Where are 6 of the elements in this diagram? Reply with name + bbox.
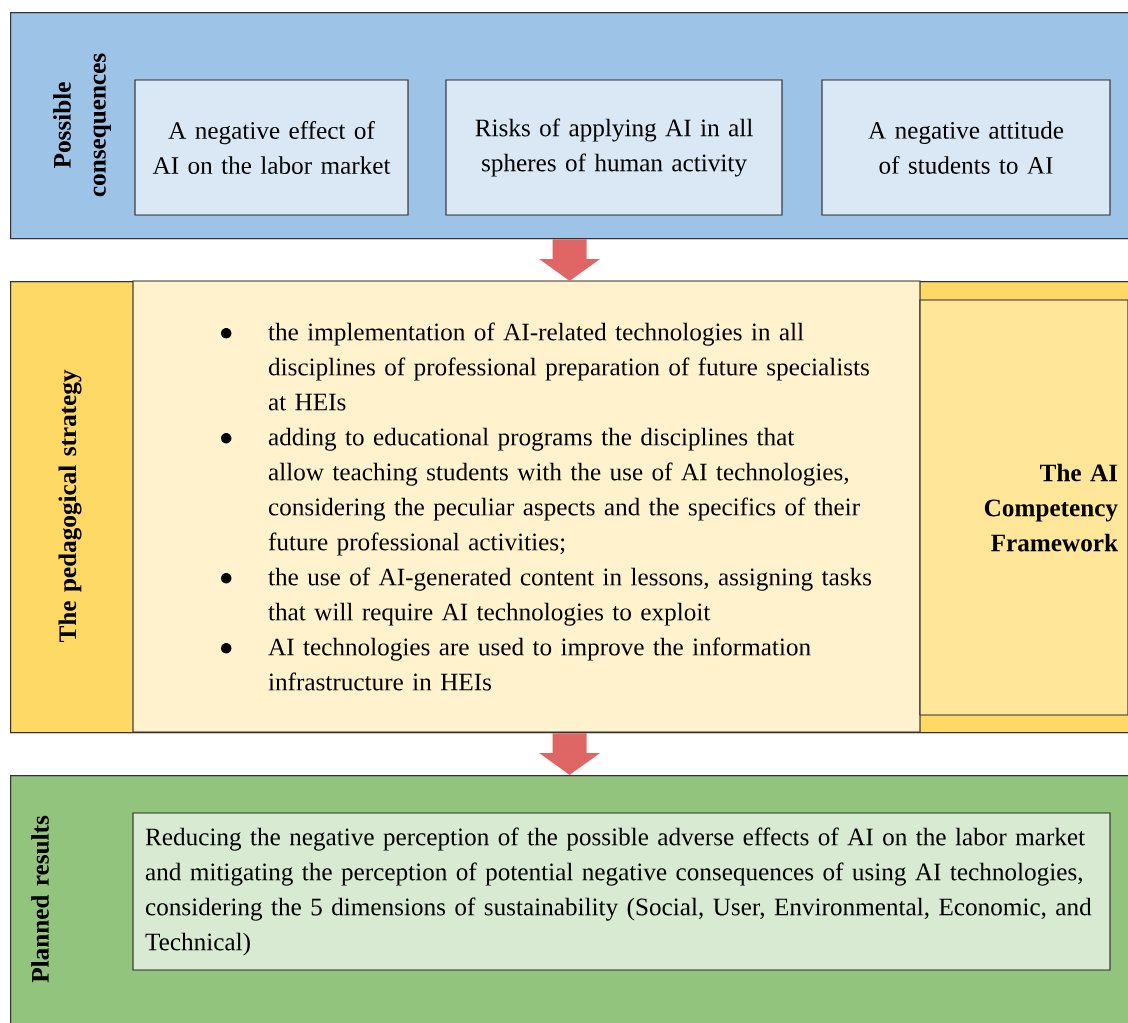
- text-box: A negative attitude of students to AI: [821, 79, 1111, 216]
- text-box: A negative effect of AI on the labor market: [134, 79, 409, 216]
- bullet-list-box: the implementation of AI-related technologies in all disciplines of professional preparation of future specialists at HEIs adding to educational programs the disciplines that allow teaching students with the use of AI technologies, considering the peculiar aspects and the specifics of their future professional activities; the use of AI-generated content in lessons, assigning tasks that will require AI technologies to exploit AI technologies are used to improve the information infrastructure in HEIs: [132, 280, 921, 733]
- framework-box: The AI Competency Framework: [919, 299, 1128, 716]
- text-box: Risks of applying AI in all spheres of human activity: [445, 79, 783, 216]
- text-box: Reducing the negative perception of the possible adverse effects of AI on the labor market and mitigating the perception of potential negative consequences of using AI technologies, considering the 5 dimensions of sustainability (Social, User, Environmental, Economic, and Technical): [132, 812, 1111, 971]
